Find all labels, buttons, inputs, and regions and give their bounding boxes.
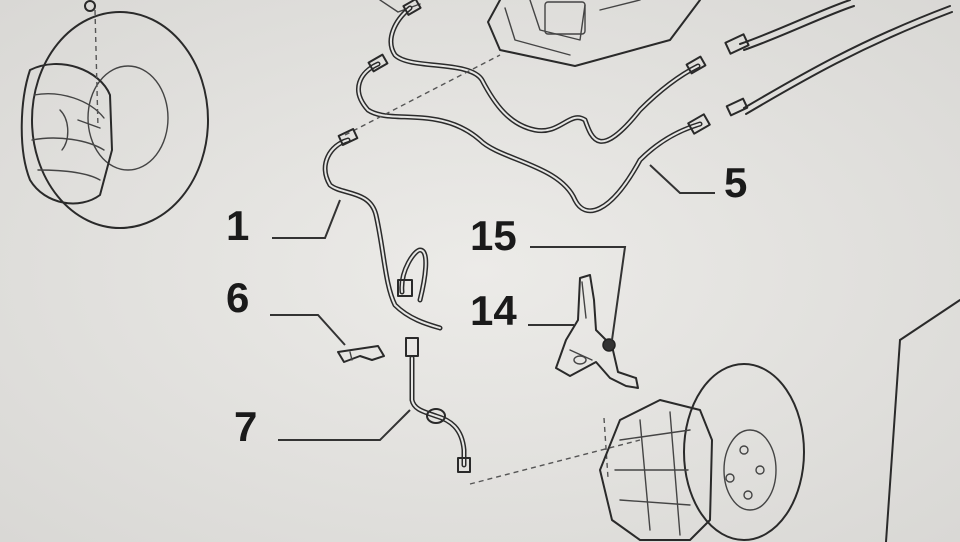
hydraulic-control-unit [379,0,701,67]
brake-hose-7 [405,337,471,473]
front-right-brake-assembly [599,363,805,541]
callout-15: 15 [470,212,517,259]
leader-lines [270,164,715,441]
leader-6 [270,314,346,346]
right-caliper [599,399,713,541]
retaining-clip-6 [337,345,385,363]
leader-15 [530,246,627,341]
callout-7: 7 [234,403,257,450]
alignment-dash-upper [344,54,501,136]
caliper-axis-dash [603,417,609,479]
frame-border-top [899,299,960,341]
brake-pipe-1 [322,128,443,331]
right-brake-disc [683,363,805,541]
left-caliper-axis-line [94,9,99,129]
front-left-brake-assembly [20,0,209,229]
callout-6: 6 [226,274,249,321]
callout-14: 14 [470,287,517,334]
callout-5: 5 [724,159,747,206]
frame-border-left [885,339,901,542]
alignment-dash-lower [469,439,641,485]
leader-1 [272,199,341,239]
left-caliper [20,63,113,205]
brake-pipes-5 [356,0,953,214]
right-disc-hub [723,429,777,511]
left-brake-disc [31,11,209,229]
left-bleed-nipple [84,0,96,12]
leader-5 [649,164,715,194]
nut-15 [602,338,616,352]
left-disc-hub [87,65,169,171]
hose-bracket-14 [555,274,639,389]
leader-7 [278,409,411,441]
callout-1: 1 [226,202,249,249]
